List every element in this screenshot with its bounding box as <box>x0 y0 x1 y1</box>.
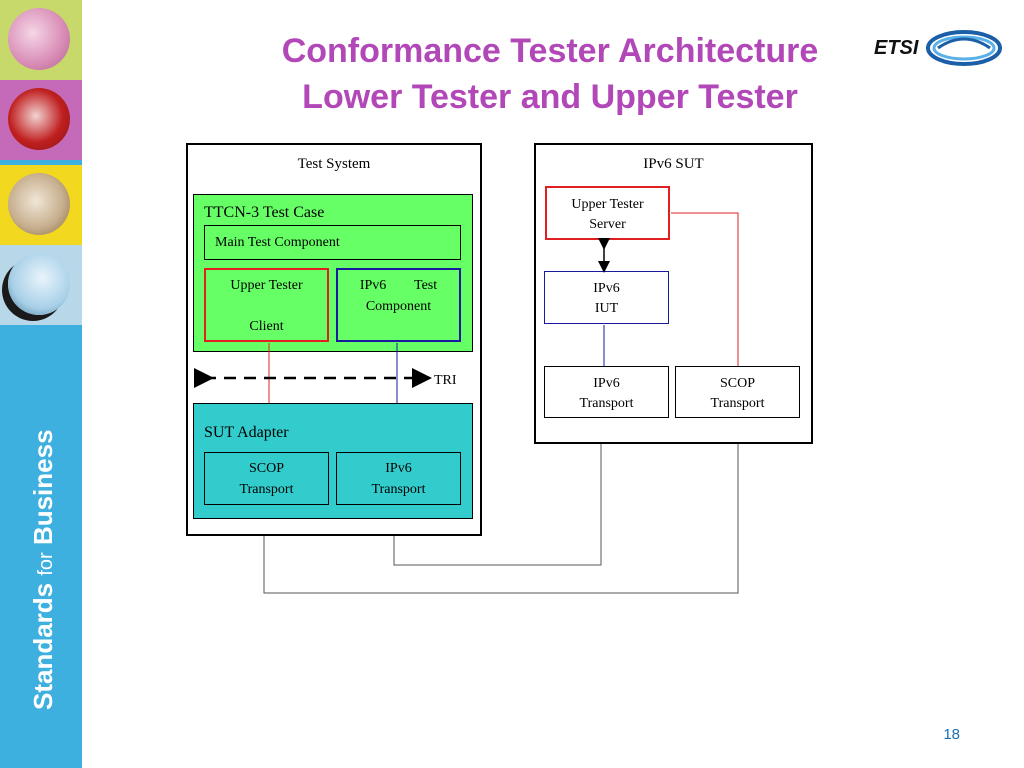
sidebar-tile-4 <box>0 245 82 325</box>
red-flower-image <box>8 88 70 150</box>
upper-tester-server-line2: Server <box>589 217 626 232</box>
sidebar-tile-2 <box>0 80 82 160</box>
svg-text:Standards for Business: Standards for Business <box>28 429 58 710</box>
sut-scop-transport-box: SCOP Transport <box>675 366 800 418</box>
main-test-component-box: Main Test Component <box>204 225 461 260</box>
sidebar-tile-1 <box>0 0 82 80</box>
iut-line2: IUT <box>594 301 619 316</box>
coin-image <box>8 173 70 235</box>
adapter-scop-transport-box: SCOP Transport <box>204 452 329 505</box>
page-number: 18 <box>943 726 960 743</box>
adapter-ipv6-line1: IPv6 <box>385 461 412 476</box>
ipv6-test-component-line1: IPv6 Test <box>359 278 438 293</box>
upper-tester-server-line1: Upper Tester <box>571 197 644 212</box>
upper-tester-server-box: Upper Tester Server <box>545 186 670 240</box>
sut-scop-transport-line1: SCOP <box>719 376 756 391</box>
etsi-logo: ETSI <box>874 30 1002 66</box>
ipv6-test-component-line2: Component <box>365 299 432 314</box>
sut-ipv6-transport-line2: Transport <box>579 396 634 411</box>
upper-tester-client-line2: Client <box>249 319 284 334</box>
flower-image <box>8 8 70 70</box>
iut-line1: IPv6 <box>593 281 620 296</box>
sut-adapter-label: SUT Adapter <box>204 424 289 441</box>
adapter-ipv6-transport-box: IPv6 Transport <box>336 452 461 505</box>
ipv6-test-component-box: IPv6 Test Component <box>336 268 461 342</box>
main-test-component-label: Main Test Component <box>215 235 340 250</box>
title-line-2: Lower Tester and Upper Tester <box>302 78 798 116</box>
ipv6-iut-box: IPv6 IUT <box>544 271 669 324</box>
test-system-label: Test System <box>297 156 371 172</box>
tri-label: TRI <box>434 373 457 388</box>
title-line-1: Conformance Tester Architecture <box>281 32 819 70</box>
standards-for-business-brand: Standards for Business <box>28 429 58 710</box>
adapter-scop-line1: SCOP <box>248 461 285 476</box>
sidebar-tile-3 <box>0 165 82 245</box>
sidebar: Standards for Business <box>0 0 82 768</box>
sut-ipv6-transport-box: IPv6 Transport <box>544 366 669 418</box>
adapter-scop-line2: Transport <box>239 482 294 497</box>
upper-tester-client-box: Upper Tester Client <box>204 268 329 342</box>
globe-image <box>8 253 70 315</box>
svg-text:ETSI: ETSI <box>874 37 919 59</box>
ttcn3-label: TTCN-3 Test Case <box>204 204 325 221</box>
upper-tester-client-line1: Upper Tester <box>230 278 303 293</box>
page-title: Conformance Tester Architecture Lower Te… <box>200 28 900 120</box>
adapter-ipv6-line2: Transport <box>371 482 426 497</box>
sut-ipv6-transport-line1: IPv6 <box>593 376 620 391</box>
ipv6-sut-label: IPv6 SUT <box>643 156 704 172</box>
sut-scop-transport-line2: Transport <box>710 396 765 411</box>
